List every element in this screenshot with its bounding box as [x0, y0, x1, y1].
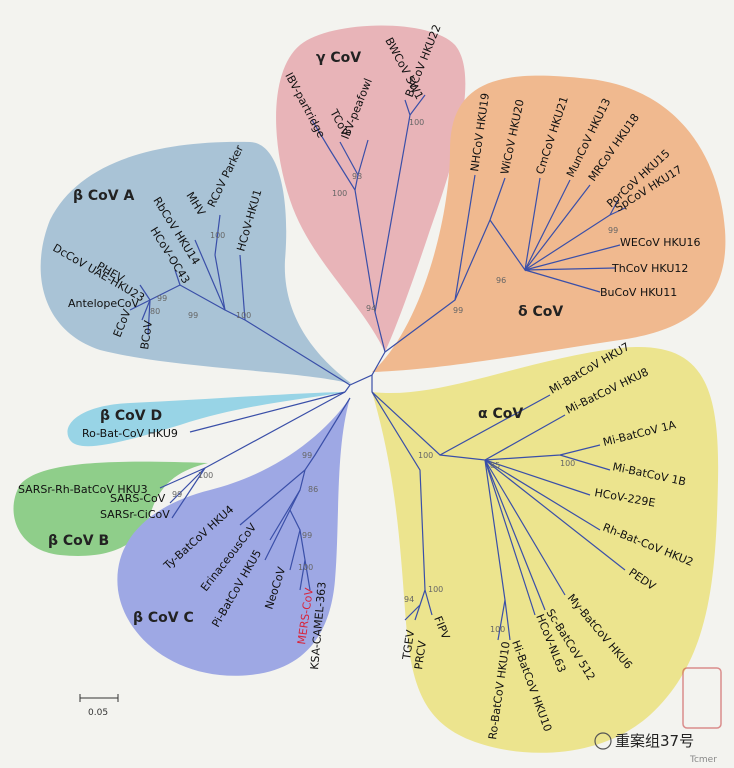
bootstrap-value: 100	[490, 625, 505, 634]
bootstrap-value: 93	[352, 172, 362, 181]
region-alpha	[372, 347, 719, 753]
bootstrap-value: 86	[308, 485, 318, 494]
watermark-text: 重案组37号	[615, 732, 694, 750]
watermark-sub: Tcmer	[689, 755, 717, 765]
bootstrap-value: 100	[332, 189, 347, 198]
bootstrap-value: 100	[210, 231, 225, 240]
leaf-bucov-hku11: BuCoV HKU11	[600, 286, 677, 299]
bootstrap-value: 99	[453, 306, 463, 315]
leaf-prcv: PRCV	[412, 639, 429, 670]
bootstrap-value: 85	[490, 461, 500, 470]
bootstrap-value: 94	[404, 595, 414, 604]
bootstrap-value: 100	[560, 459, 575, 468]
bootstrap-value: 96	[496, 276, 506, 285]
bootstrap-value: 99	[302, 451, 312, 460]
watermark: 重案组37号 Tcmer	[594, 667, 722, 765]
scale-bar: 0.05	[79, 694, 119, 718]
bootstrap-value: 100	[418, 451, 433, 460]
bootstrap-value: 99	[157, 294, 167, 303]
bootstrap-value: 100	[409, 118, 424, 127]
leaf-antelopecov: AntelopeCoV	[68, 297, 140, 310]
bootstrap-value: 99	[172, 490, 182, 499]
leaf-ro-bat-cov-hku9: Ro-Bat-CoV HKU9	[82, 427, 178, 440]
group-label-betaD: β CoV D	[100, 408, 162, 424]
region-betaD	[67, 392, 345, 447]
bootstrap-value: 99	[188, 311, 198, 320]
leaf-sarsr-cicov: SARSr-CiCoV	[100, 508, 170, 521]
leaf-thcov-hku12: ThCoV HKU12	[611, 262, 688, 275]
group-label-betaC: β CoV C	[133, 610, 194, 626]
leaf-sarsr-rh-batcov-hku3: SARSr-Rh-BatCoV HKU3	[18, 483, 148, 496]
leaf-wecov-hku16: WECoV HKU16	[620, 236, 701, 249]
wechat-icon	[594, 732, 612, 750]
bootstrap-value: 99	[302, 531, 312, 540]
tree-branches	[129, 94, 626, 641]
group-label-betaA: β CoV A	[73, 188, 134, 204]
leaf-tgev: TGEV	[400, 629, 417, 662]
region-gamma	[276, 25, 466, 352]
group-label-alpha: α CoV	[478, 406, 523, 422]
bootstrap-value: 100	[428, 585, 443, 594]
bootstrap-value: 80	[150, 307, 160, 316]
leaf-bcov: BCoV	[138, 319, 155, 350]
group-label-delta: δ CoV	[518, 304, 563, 320]
region-betaA	[40, 141, 353, 384]
bootstrap-value: 94	[366, 304, 376, 313]
group-label-gamma: γ CoV	[316, 50, 361, 66]
bootstrap-values: 94 100 93 100 99 96 99 99 100 100 99 80 …	[150, 118, 618, 634]
bootstrap-value: 100	[198, 471, 213, 480]
bootstrap-value: 100	[298, 563, 313, 572]
region-betaB	[13, 461, 209, 556]
bootstrap-value: 100	[236, 311, 251, 320]
leaf-sars-cov: SARS-CoV	[110, 492, 166, 505]
region-betaC	[117, 398, 350, 676]
scale-bar-label: 0.05	[88, 708, 108, 718]
bootstrap-value: 99	[608, 226, 618, 235]
group-label-betaB: β CoV B	[48, 533, 109, 549]
seal-stamp	[682, 667, 722, 729]
